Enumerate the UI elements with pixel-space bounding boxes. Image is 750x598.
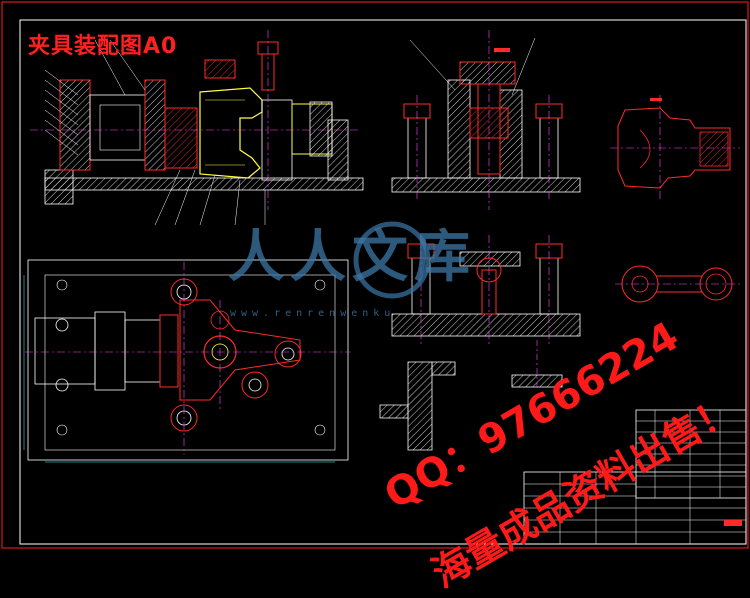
drawing-title: 夹具装配图A0	[28, 34, 178, 59]
side-section-view	[391, 30, 581, 210]
parts-list	[635, 409, 747, 499]
watermark-url: www.renrenwenku	[230, 308, 396, 319]
watermark-brand: 人人文库	[228, 224, 476, 290]
plan-view	[23, 259, 350, 463]
title-block	[523, 471, 747, 545]
partial-detail-view	[379, 340, 563, 451]
workpiece-lever-view	[615, 265, 742, 303]
watermark-ring	[353, 221, 431, 299]
workpiece-fork-view	[610, 95, 740, 200]
drawing-sheet	[1, 1, 749, 549]
outer-border	[1, 1, 749, 549]
second-side-view	[391, 235, 581, 345]
inner-border	[19, 19, 747, 545]
front-section-view	[30, 30, 364, 226]
